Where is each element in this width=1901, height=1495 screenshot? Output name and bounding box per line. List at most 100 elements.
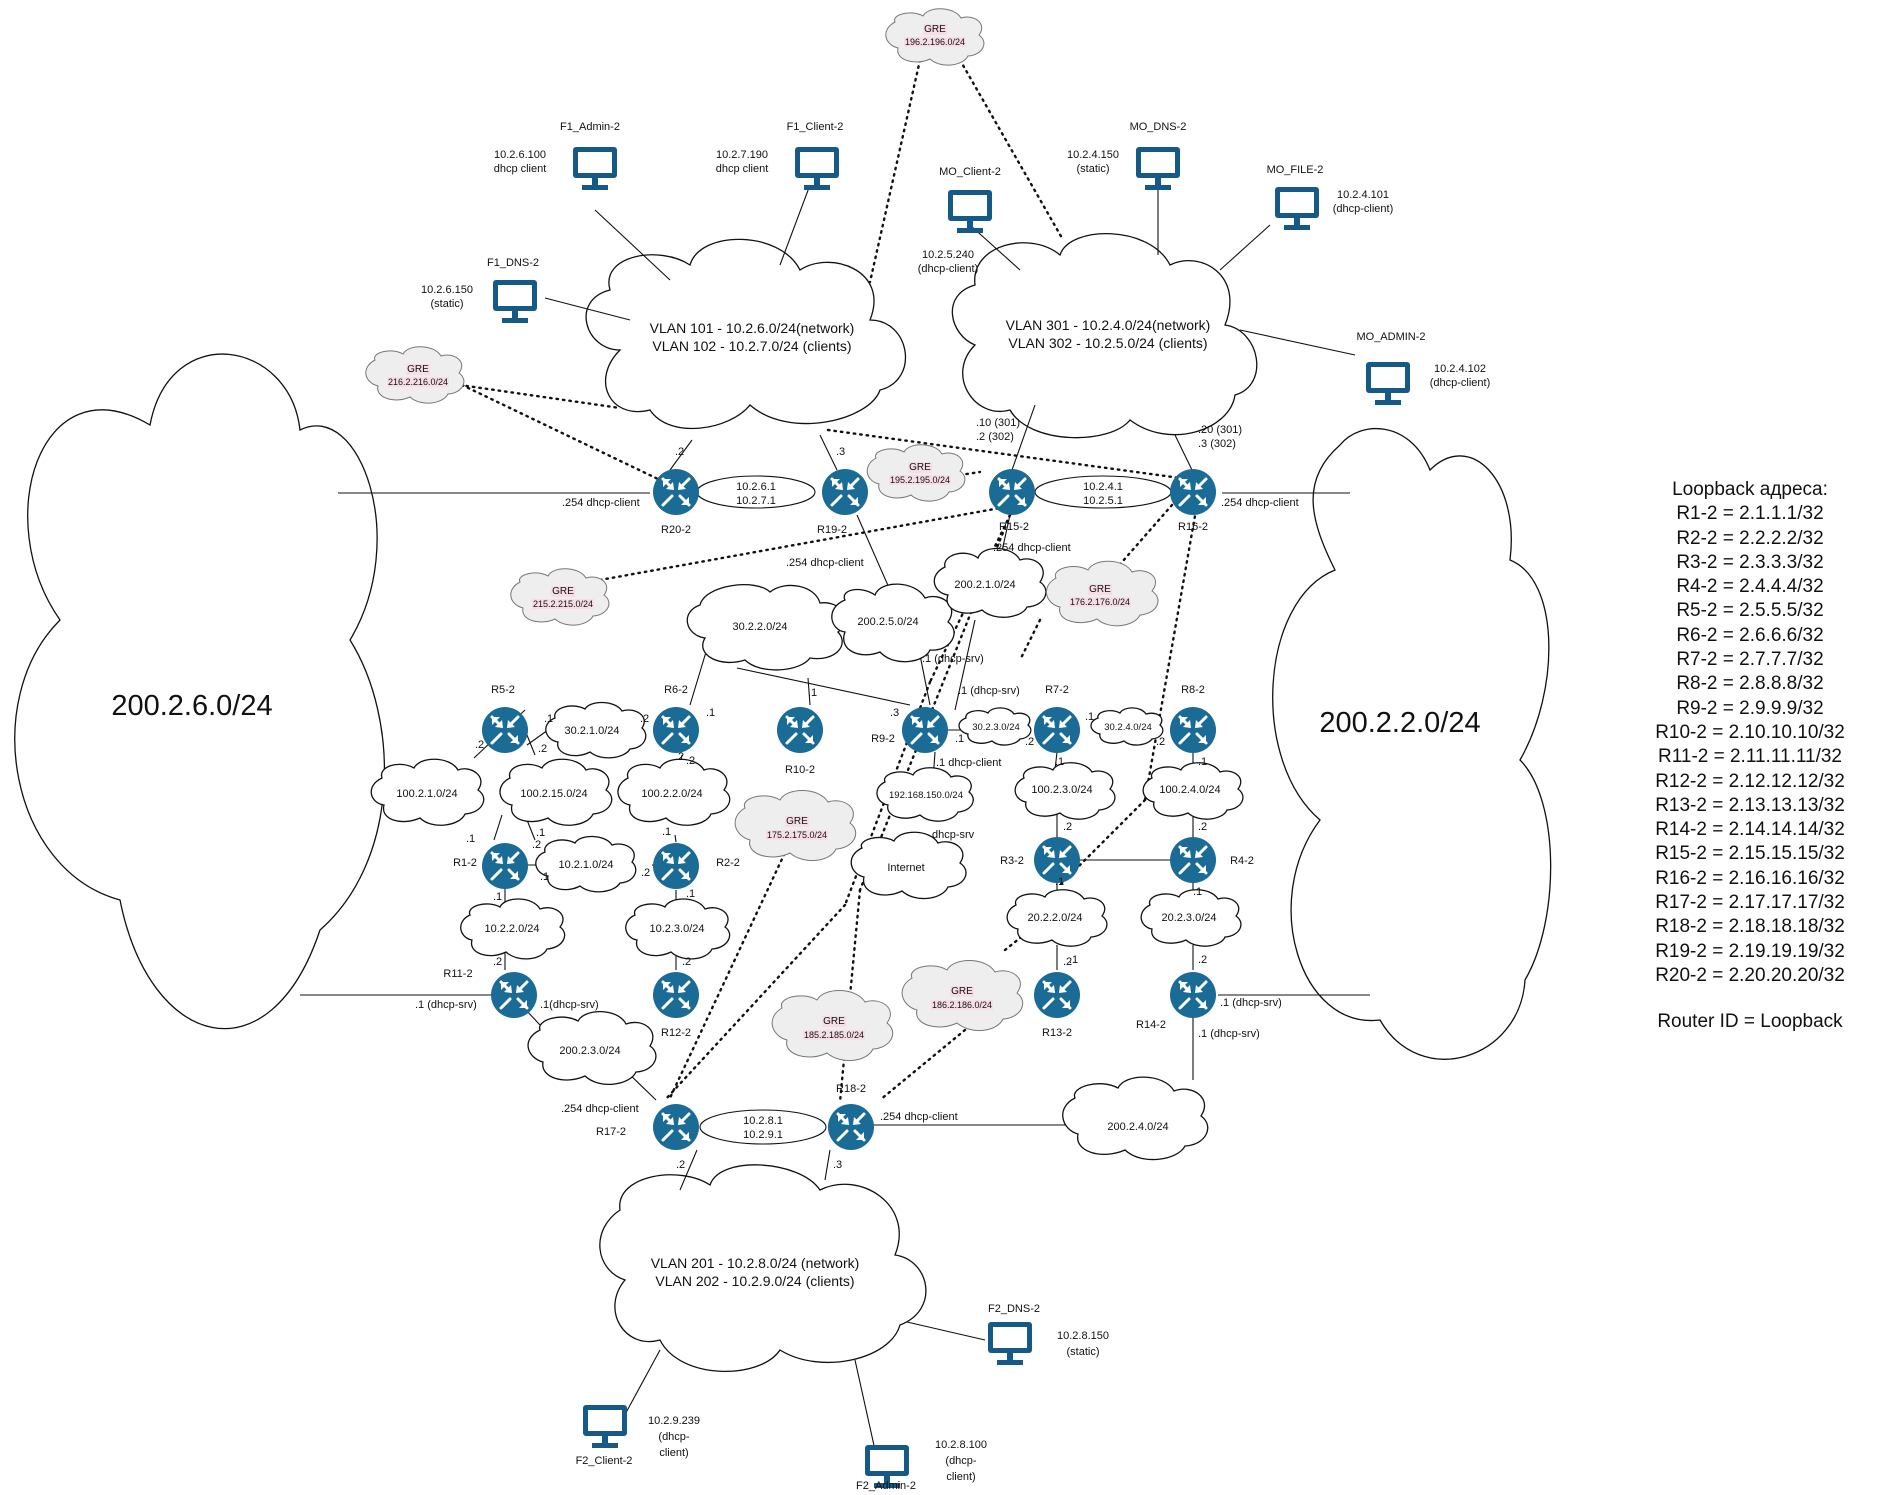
link-label: .2 bbox=[1025, 736, 1034, 748]
gre-title: GRE bbox=[951, 986, 973, 997]
net-cloud-30-2-1-0: 30.2.1.0/24 bbox=[545, 701, 647, 759]
router-R18[interactable]: R18-2 bbox=[826, 1083, 876, 1152]
net-label: Internet bbox=[887, 862, 924, 874]
net-label: 20.2.3.0/24 bbox=[1161, 912, 1216, 924]
router-R20[interactable]: R20-2 bbox=[651, 467, 701, 536]
router-R4[interactable]: R4-2 bbox=[1168, 835, 1254, 885]
link-label: .254 dhcp-client bbox=[880, 1111, 958, 1123]
net-cloud-10-2-2-0: 10.2.2.0/24 bbox=[460, 898, 566, 960]
router-R5[interactable]: R5-2 bbox=[480, 684, 530, 755]
host-ip: 10.2.8.100 bbox=[935, 1439, 987, 1451]
legend-item: R13-2 = 2.13.13.13/32 bbox=[1655, 794, 1845, 816]
link-label: .2 bbox=[675, 446, 684, 458]
host-mo-client[interactable]: MO_Client-2 10.2.5.240 (dhcp-client) bbox=[918, 166, 1001, 275]
host-f1-admin[interactable]: F1_Admin-2 10.2.6.100 dhcp client bbox=[494, 121, 620, 190]
legend-item: R2-2 = 2.2.2.2/32 bbox=[1676, 527, 1824, 549]
legend-item: R6-2 = 2.6.6.6/32 bbox=[1676, 624, 1824, 646]
legend-item: R4-2 = 2.4.4.4/32 bbox=[1676, 576, 1824, 598]
net-cloud-200-2-1-0: 200.2.1.0/24 bbox=[933, 547, 1047, 618]
link-label: .20 (301) bbox=[1198, 424, 1242, 436]
router-label: R17-2 bbox=[596, 1126, 626, 1138]
legend-item: R3-2 = 2.3.3.3/32 bbox=[1676, 551, 1824, 573]
router-label: R16-2 bbox=[1178, 521, 1208, 533]
hosts: F1_Admin-2 10.2.6.100 dhcp client F1_Cli… bbox=[421, 121, 1490, 1492]
host-ip-mode2: client) bbox=[946, 1471, 975, 1483]
host-mo-file[interactable]: MO_FILE-2 10.2.4.101 (dhcp-client) bbox=[1267, 164, 1394, 230]
link-label: .2 bbox=[1198, 954, 1207, 966]
cloud-vlan-mo: VLAN 301 - 10.2.4.0/24(network) VLAN 302… bbox=[951, 232, 1258, 439]
router-R15[interactable]: R15-2 bbox=[987, 467, 1037, 533]
net-label: 30.2.1.0/24 bbox=[564, 725, 619, 737]
router-R10[interactable]: R10-2 bbox=[775, 705, 825, 776]
router-R2[interactable]: R2-2 bbox=[651, 841, 740, 891]
host-ip-mode: (dhcp- bbox=[658, 1431, 690, 1443]
host-ip-mode: (dhcp-client) bbox=[1430, 377, 1491, 389]
router-R16[interactable]: R16-2 bbox=[1168, 467, 1218, 533]
link-label: .1 bbox=[544, 713, 553, 725]
link-label: .1 bbox=[686, 888, 695, 900]
legend-router-id: Router ID = Loopback bbox=[1657, 1011, 1843, 1033]
router-R13[interactable]: R13-2 bbox=[1032, 970, 1082, 1039]
net-label: 100.2.1.0/24 bbox=[396, 788, 457, 800]
gre-net: 175.2.175.0/24 bbox=[767, 830, 827, 840]
router-R6[interactable]: R6-2 bbox=[651, 684, 701, 755]
router-R8[interactable]: R8-2 bbox=[1168, 684, 1218, 755]
host-ip: 10.2.4.102 bbox=[1434, 363, 1486, 375]
router-R7[interactable]: R7-2 bbox=[1032, 684, 1082, 755]
link-label: .1 bbox=[540, 871, 549, 883]
gre-label-highlight bbox=[802, 1030, 866, 1040]
router-R12[interactable]: R12-2 bbox=[651, 970, 701, 1039]
host-ip: 10.2.8.150 bbox=[1057, 1330, 1109, 1342]
network-clouds: 30.2.2.0/24 200.2.5.0/24 200.2.1.0/24 30… bbox=[370, 547, 1244, 1161]
link-label: .1 bbox=[1069, 954, 1078, 966]
host-f1-client[interactable]: F1_Client-2 10.2.7.190 dhcp client bbox=[716, 121, 844, 190]
net-cloud-10-2-1-0: 10.2.1.0/24 bbox=[535, 835, 637, 893]
router-label: R4-2 bbox=[1230, 855, 1254, 867]
router-R17[interactable]: R17-2 bbox=[596, 1102, 701, 1152]
router-R11[interactable]: R11-2 bbox=[443, 968, 539, 1020]
gre-net: 216.2.216.0/24 bbox=[388, 377, 448, 387]
net-label: 10.2.2.0/24 bbox=[484, 923, 539, 935]
legend-item: R12-2 = 2.12.12.12/32 bbox=[1655, 770, 1845, 792]
router-R14[interactable]: R14-2 bbox=[1136, 970, 1218, 1031]
host-f2-client[interactable]: F2_Client-2 10.2.9.239 (dhcp- client) bbox=[576, 1405, 700, 1467]
link-label: .2 bbox=[641, 867, 650, 879]
router-R9[interactable]: R9-2 bbox=[871, 705, 950, 755]
host-f1-dns[interactable]: F1_DNS-2 10.2.6.150 (static) bbox=[421, 257, 539, 323]
net-label: 200.2.5.0/24 bbox=[857, 616, 918, 628]
gre-label-highlight bbox=[551, 586, 576, 597]
host-f2-dns[interactable]: F2_DNS-2 10.2.8.150 (static) bbox=[988, 1303, 1109, 1365]
gre-label-highlight bbox=[531, 599, 595, 609]
host-f2-admin[interactable]: F2_Admin-2 10.2.8.100 (dhcp- client) bbox=[856, 1439, 987, 1492]
link-label: .2 bbox=[1156, 736, 1165, 748]
link-label: .3 (302) bbox=[1198, 438, 1236, 450]
host-name: MO_ADMIN-2 bbox=[1356, 331, 1425, 343]
link-label: .254 dhcp-client bbox=[561, 1103, 639, 1115]
link-label: .1 bbox=[1193, 886, 1202, 898]
legend-item: R9-2 = 2.9.9.9/32 bbox=[1676, 697, 1824, 719]
net-label: 100.2.3.0/24 bbox=[1031, 784, 1092, 796]
link-label: 10.2.6.1 bbox=[736, 481, 776, 493]
link-label: .3 bbox=[836, 446, 845, 458]
gre-label-highlight bbox=[765, 830, 829, 840]
router-R19[interactable]: R19-2 bbox=[817, 467, 870, 536]
net-label: 100.2.15.0/24 bbox=[520, 788, 587, 800]
gre-net: 176.2.176.0/24 bbox=[1070, 597, 1130, 607]
host-ip: 10.2.6.100 bbox=[494, 149, 546, 161]
gre-title: GRE bbox=[1089, 584, 1111, 595]
vlan-mo-line2: VLAN 302 - 10.2.5.0/24 (clients) bbox=[1008, 335, 1207, 351]
gre-label-highlight bbox=[822, 1016, 847, 1027]
vlan-f1-line2: VLAN 102 - 10.2.7.0/24 (clients) bbox=[652, 338, 851, 354]
gre-title: GRE bbox=[909, 462, 931, 473]
gre-title: GRE bbox=[786, 816, 808, 827]
router-R1[interactable]: R1-2 bbox=[453, 841, 530, 891]
host-mo-admin[interactable]: MO_ADMIN-2 10.2.4.102 (dhcp-client) bbox=[1356, 331, 1490, 405]
router-R3[interactable]: R3-2 bbox=[1000, 835, 1082, 885]
net-label: 192.168.150.0/24 bbox=[889, 790, 963, 801]
net-label: 20.2.2.0/24 bbox=[1027, 912, 1082, 924]
link-label: .2 bbox=[676, 1159, 685, 1171]
loopback-legend: Loopback адреса: R1-2 = 2.1.1.1/32 R2-2 … bbox=[1600, 478, 1900, 1035]
legend-item: R7-2 = 2.7.7.7/32 bbox=[1676, 649, 1824, 671]
host-mo-dns[interactable]: MO_DNS-2 10.2.4.150 (static) bbox=[1067, 121, 1186, 190]
net-label: 200.2.3.0/24 bbox=[559, 1045, 620, 1057]
